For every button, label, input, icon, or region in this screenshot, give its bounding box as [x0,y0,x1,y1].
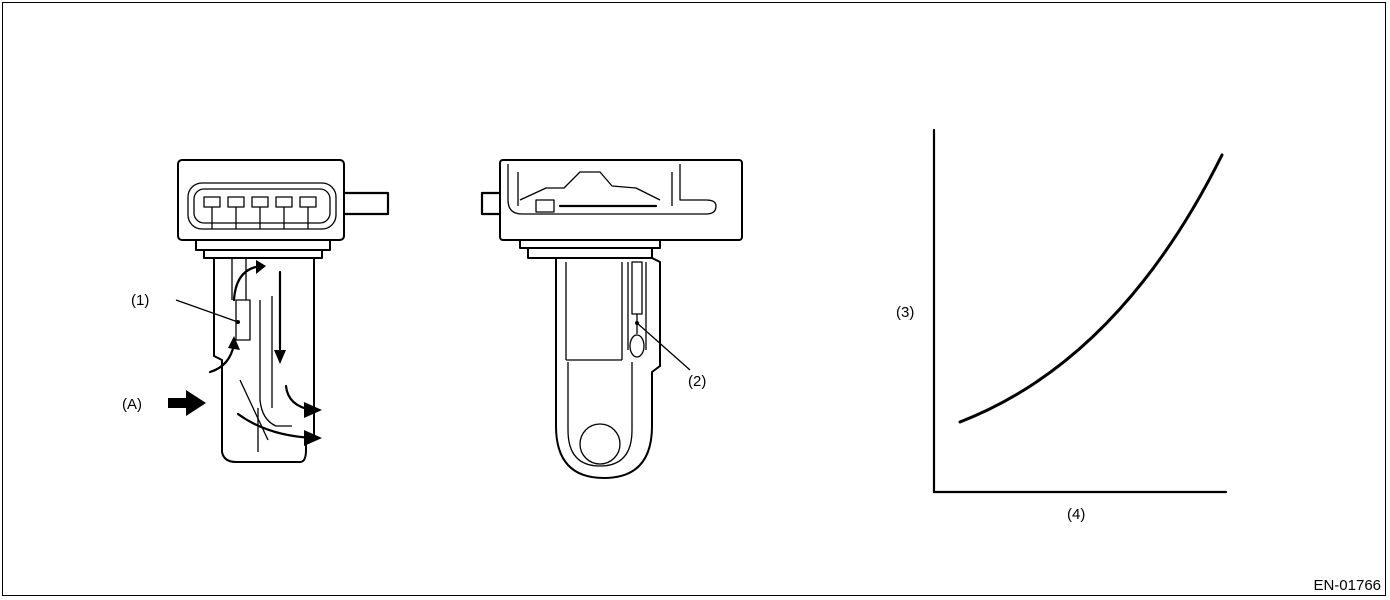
callout-a: (A) [122,396,142,413]
callout-1: (1) [131,292,149,309]
maf-sensor-front-view: (2) [480,159,743,479]
maf-sensor-side-view: (1) (A) [122,159,390,463]
mount-flange [195,239,331,251]
leader-line-1 [175,299,239,323]
leader-line-2 [636,322,691,371]
connector-pins [203,196,317,229]
connector-housing [177,159,345,241]
hot-wire-element [235,299,251,341]
output-characteristic-graph: (3) (4) [896,128,1228,523]
intake-air-arrow [168,390,206,416]
y-axis-label: (3) [896,304,914,321]
connector-tab [342,191,390,216]
intake-temp-sensor [629,334,645,358]
connector-socket [187,182,337,230]
figure-id-code: EN-01766 [1313,577,1381,594]
probe-body [213,257,315,463]
x-axis-label: (4) [1067,506,1085,523]
sensor-probe [555,257,661,479]
sensor-port-opening [579,423,621,465]
callout-2: (2) [688,373,706,390]
characteristic-curve [958,153,1224,424]
